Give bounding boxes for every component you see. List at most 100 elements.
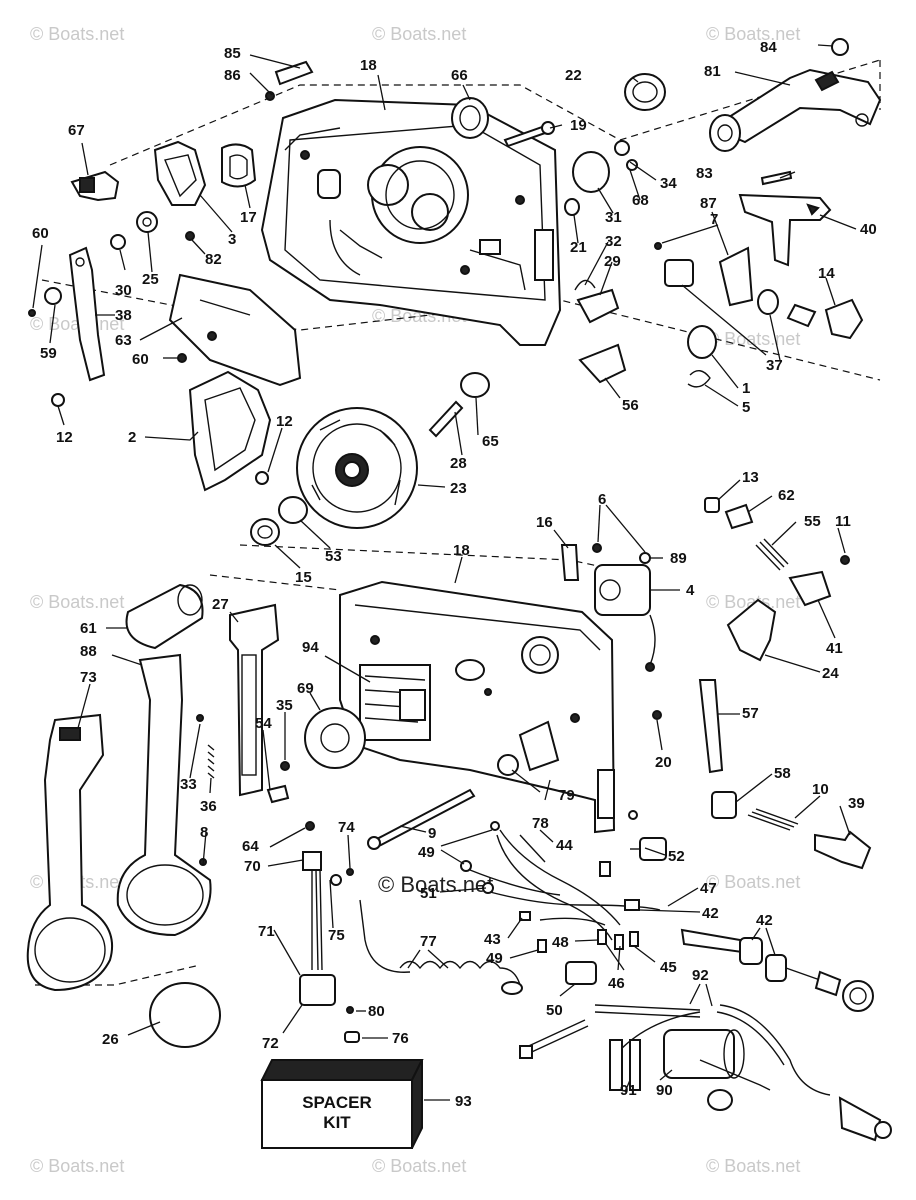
part-label: 73 [80,669,97,686]
watermark: © Boats.net [706,1156,800,1176]
part-label: 28 [450,455,467,472]
part-label: 33 [180,776,197,793]
part-label: 52 [668,848,685,865]
part-label: 45 [660,959,677,976]
part-label: 67 [68,122,85,139]
part-label: 8 [200,824,208,841]
part-label: 37 [766,357,783,374]
part-label: 17 [240,209,257,226]
watermark: © Boats.net [372,24,466,44]
part-label: 84 [760,39,777,56]
part-label: 15 [295,569,312,586]
part-label: 43 [484,931,501,948]
part-label: 53 [325,548,342,565]
part-label: 56 [622,397,639,414]
part-label: 66 [451,67,468,84]
part-label: 62 [778,487,795,504]
part-label: 68 [632,192,649,209]
part-label: 4 [686,582,695,599]
part-label: 32 [605,233,622,250]
part-label: 81 [704,63,721,80]
part-label: 60 [32,225,49,242]
part-label: 91 [620,1082,637,1099]
part-label: 38 [115,307,132,324]
watermark: © Boats.net [706,24,800,44]
part-label: 42 [756,912,773,929]
part-label: 60 [132,351,149,368]
part-label: 20 [655,754,672,771]
part-label: 16 [536,514,553,531]
part-label: 3 [228,231,236,248]
part-label: 49 [486,950,503,967]
part-label: 46 [608,975,625,992]
watermark: © Boats.net [30,24,124,44]
upper-left-parts [28,60,314,407]
part-label: 5 [742,399,750,416]
part-label: 86 [224,67,241,84]
part-label: 76 [392,1030,409,1047]
part-label: 25 [142,271,159,288]
part-label: 89 [670,550,687,567]
part-label: 51 [420,885,437,902]
spacer-kit-line1: SPACER [302,1093,372,1112]
part-label: 80 [368,1003,385,1020]
part-label: 41 [826,640,843,657]
upper-right-parts [451,38,882,267]
part-label: 6 [598,491,606,508]
part-label: 90 [656,1082,673,1099]
part-label: 63 [115,332,132,349]
part-label: 49 [418,844,435,861]
part-label: 88 [80,643,97,660]
part-label: 21 [570,239,587,256]
part-label: 85 [224,45,241,62]
spacer-kit-line2: KIT [323,1113,351,1132]
part-label: 64 [242,838,259,855]
watermark: © Boats.net [30,592,124,612]
part-label: 35 [276,697,293,714]
part-label: 39 [848,795,865,812]
part-label: 78 [532,815,549,832]
center-watermark: © Boats.net [378,872,493,897]
part-label: 94 [302,639,319,656]
part-label: 31 [605,209,622,226]
watermark: © Boats.net [706,872,800,892]
part-label: 47 [700,880,717,897]
part-label: 34 [660,175,677,192]
part-label: 9 [428,825,436,842]
part-label: 1 [742,380,750,397]
part-label: 26 [102,1031,119,1048]
part-label: 50 [546,1002,563,1019]
control-housing-rear [260,98,562,346]
part-label: 44 [556,837,573,854]
lower-middle-parts [299,788,523,1043]
watermark: © Boats.net [30,1156,124,1176]
part-label: 12 [276,413,293,430]
part-label: 55 [804,513,821,530]
part-label: 27 [212,596,229,613]
part-label: 83 [696,165,713,182]
middle-left-parts [188,370,490,546]
part-label: 22 [565,67,582,84]
part-label: 79 [558,787,575,804]
part-label: 2 [128,429,136,446]
wiring-harness [460,810,667,953]
part-label: 58 [774,765,791,782]
part-label: 61 [80,620,97,637]
part-label: 93 [455,1093,472,1110]
part-label: 7 [710,211,718,228]
part-label: 23 [450,480,467,497]
part-label: 82 [205,251,222,268]
part-label: 59 [40,345,57,362]
part-label: 69 [297,680,314,697]
part-label: 57 [742,705,759,722]
part-label: 74 [338,819,355,836]
part-label: 10 [812,781,829,798]
part-label: 19 [570,117,587,134]
part-label: 77 [420,933,437,950]
part-label: 18 [360,57,377,74]
part-label: 87 [700,195,717,212]
part-label: 13 [742,469,759,486]
part-label: 48 [552,934,569,951]
part-number-labels: 85 86 18 66 22 84 81 67 19 34 68 83 40 3… [32,39,877,1110]
